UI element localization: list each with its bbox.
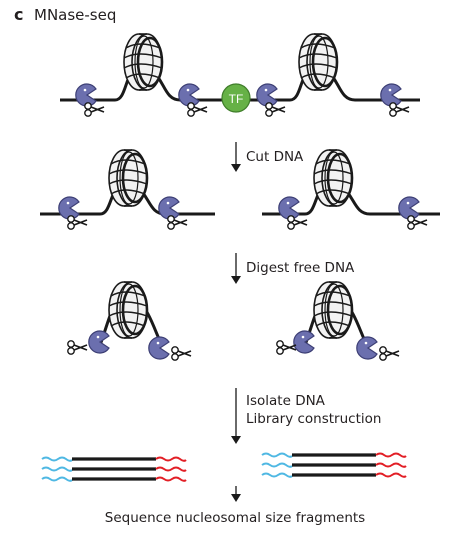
tf-label: TF — [229, 92, 244, 106]
step-label-library: Library construction — [246, 411, 382, 427]
scissors-icon — [378, 345, 400, 362]
tf-icon: TF — [221, 83, 251, 113]
mnase-enzyme-icon — [58, 196, 80, 220]
down-arrow-icon — [231, 142, 241, 172]
nucleosome-icon — [122, 32, 164, 92]
nucleosome-icon — [297, 32, 339, 92]
mnase-enzyme-icon — [75, 83, 97, 107]
scissors-icon — [388, 102, 410, 117]
nucleosome-icon — [312, 148, 354, 208]
scissors-icon — [171, 345, 192, 362]
nucleosome-icon — [107, 280, 149, 340]
scissors-icon — [406, 215, 428, 230]
step-label-cut-dna: Cut DNA — [246, 149, 304, 165]
scissors-icon — [275, 339, 297, 356]
mnase-enzyme-icon — [178, 83, 200, 107]
step-label-digest: Digest free DNA — [246, 260, 355, 276]
scissors-icon — [67, 339, 88, 356]
panel-label: c — [14, 5, 24, 24]
mnase-enzyme-icon — [380, 83, 402, 107]
row-cut-dna — [40, 148, 440, 230]
step-label-isolate: Isolate DNA — [246, 393, 325, 409]
mnase-enzyme-icon — [256, 83, 278, 107]
scissors-icon — [187, 102, 208, 117]
nucleosome-icon — [312, 280, 354, 340]
dna-fragment — [260, 471, 408, 479]
scissors-icon — [167, 215, 188, 230]
scissors-icon — [264, 102, 286, 117]
mnase-enzyme-icon — [278, 196, 300, 220]
panel-title: MNase-seq — [34, 6, 117, 24]
row-chromatin: TF — [60, 32, 420, 117]
dna-fragment — [260, 461, 408, 469]
down-arrow-icon — [231, 253, 241, 284]
scissors-icon — [286, 215, 308, 230]
dna-fragment — [40, 475, 188, 483]
fragment-group — [260, 451, 408, 479]
dna-fragment — [40, 455, 188, 463]
nucleosome-icon — [107, 148, 149, 208]
mnase-enzyme-icon — [293, 330, 315, 354]
mnase-enzyme-icon — [148, 336, 170, 360]
down-arrow-icon — [231, 486, 241, 502]
down-arrow-icon — [231, 388, 241, 444]
mnase-enzyme-icon — [88, 330, 110, 354]
row-digested — [67, 280, 400, 362]
dna-fragment — [260, 451, 408, 459]
mnase-enzyme-icon — [398, 196, 420, 220]
scissors-icon — [67, 215, 88, 230]
dna-fragment — [40, 465, 188, 473]
final-step-label: Sequence nucleosomal size fragments — [104, 510, 366, 526]
mnase-enzyme-icon — [158, 196, 180, 220]
mnase-enzyme-icon — [356, 336, 378, 360]
scissors-icon — [84, 102, 105, 117]
fragment-group — [40, 455, 188, 483]
